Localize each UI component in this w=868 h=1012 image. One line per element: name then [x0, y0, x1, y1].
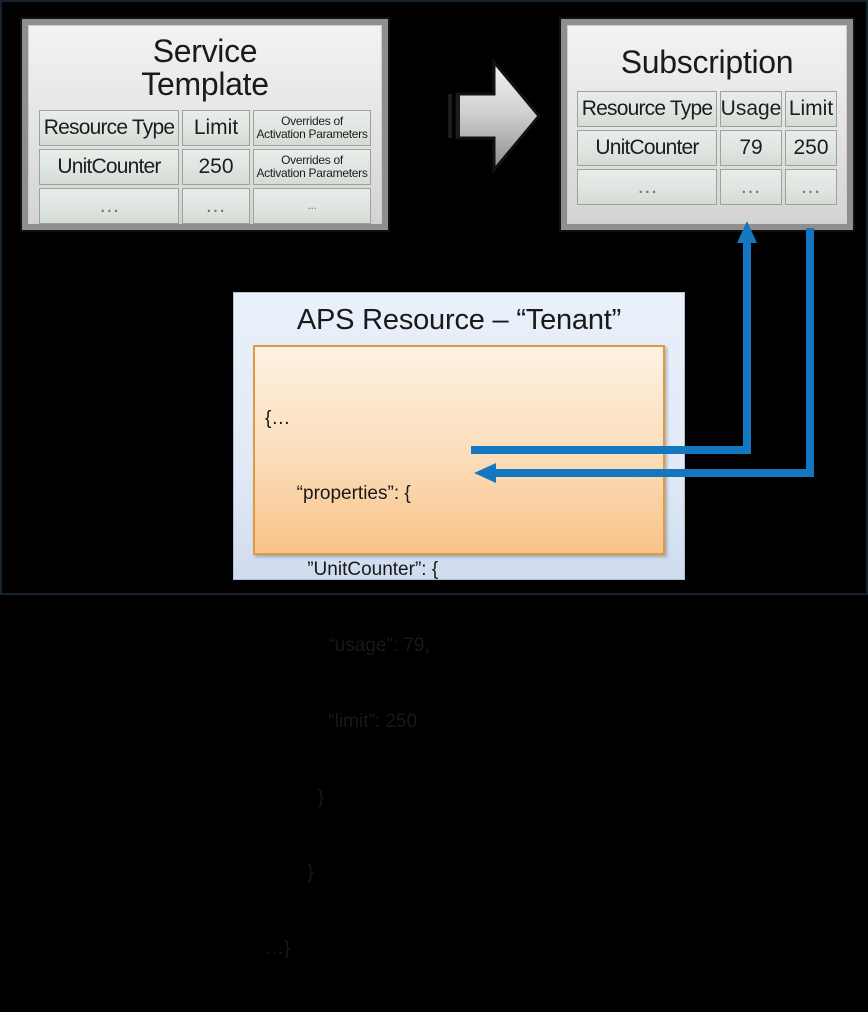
cell-limit: 250 — [182, 148, 250, 185]
json-line: {… — [265, 407, 291, 429]
json-line: …} — [265, 938, 291, 960]
header-resource-type: Resource Type — [577, 91, 717, 128]
service-template-panel: Service Template Resource Type Limit Ove… — [20, 17, 390, 232]
table-row: … … ... — [39, 187, 371, 224]
subscription-table: Resource Type Usage Limit UnitCounter 79… — [568, 91, 846, 206]
cell-overrides-line1: Overrides of — [281, 152, 343, 167]
diagram-canvas: Service Template Resource Type Limit Ove… — [0, 0, 868, 959]
flow-block-arrow-icon — [448, 57, 541, 175]
json-line-usage: “usage”: 79, — [265, 635, 430, 657]
header-overrides: Overrides of Activation Parameters — [253, 109, 371, 146]
cell-limit-ellipsis: … — [182, 187, 250, 224]
service-template-table: Resource Type Limit Overrides of Activat… — [29, 109, 381, 224]
aps-resource-panel: APS Resource – “Tenant” {… “properties”:… — [233, 292, 685, 959]
service-template-inner: Service Template Resource Type Limit Ove… — [28, 25, 382, 224]
cell-overrides: Overrides of Activation Parameters — [253, 148, 371, 185]
service-template-title: Service Template — [141, 33, 269, 103]
header-resource-type: Resource Type — [39, 109, 179, 146]
table-row: … … … — [577, 169, 837, 206]
header-overrides-line2: Activation Parameters — [256, 126, 368, 141]
table-row: UnitCounter 250 Overrides of Activation … — [39, 148, 371, 185]
cell-limit: 250 — [785, 130, 837, 167]
cell-usage: 79 — [720, 130, 782, 167]
header-usage: Usage — [720, 91, 782, 128]
json-line: ”UnitCounter”: { — [265, 559, 439, 581]
cell-resource-type-ellipsis: … — [577, 169, 717, 206]
cell-resource-type-ellipsis: … — [39, 187, 179, 224]
subscription-title: Subscription — [620, 44, 794, 80]
json-line: } — [265, 786, 325, 808]
cell-resource-type: UnitCounter — [577, 130, 717, 167]
cell-limit-ellipsis: … — [785, 169, 837, 206]
service-template-title-line2: Template — [141, 66, 269, 103]
subscription-panel: Subscription Resource Type Usage Limit U… — [559, 17, 855, 232]
header-overrides-line1: Overrides of — [281, 113, 343, 128]
cell-resource-type: UnitCounter — [39, 148, 179, 185]
subscription-inner: Subscription Resource Type Usage Limit U… — [567, 25, 847, 224]
cell-overrides-ellipsis: ... — [253, 187, 371, 224]
json-line: } — [265, 862, 314, 884]
table-header-row: Resource Type Usage Limit — [577, 91, 837, 128]
aps-resource-json-box: {… “properties”: { ”UnitCounter”: { “usa… — [253, 345, 665, 959]
json-line-limit: “limit”: 250 — [265, 710, 418, 732]
table-row: UnitCounter 79 250 — [577, 130, 837, 167]
cell-usage-ellipsis: … — [720, 169, 782, 206]
header-limit: Limit — [182, 109, 250, 146]
cell-overrides-line2: Activation Parameters — [256, 165, 368, 180]
header-limit: Limit — [785, 91, 837, 128]
json-line: “properties”: { — [265, 483, 411, 505]
aps-resource-title: APS Resource – “Tenant” — [296, 304, 622, 336]
service-template-title-line1: Service — [152, 33, 258, 69]
table-header-row: Resource Type Limit Overrides of Activat… — [39, 109, 371, 146]
